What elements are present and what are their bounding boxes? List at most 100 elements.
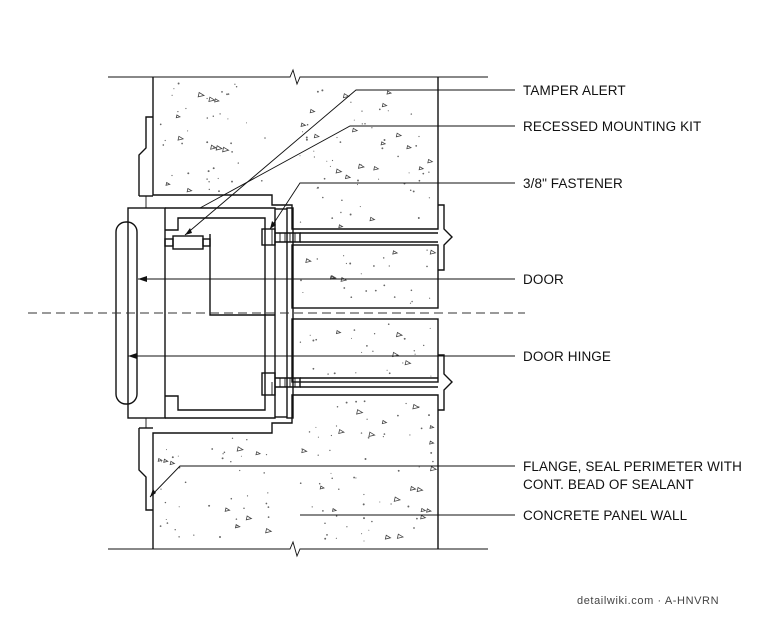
- stipple-dot: [206, 97, 208, 100]
- stipple-dot: [246, 122, 247, 124]
- stipple-triangle: [305, 258, 312, 264]
- stipple-triangle: [169, 460, 176, 466]
- stipple-dot: [364, 458, 367, 460]
- stipple-dot: [164, 501, 167, 504]
- stipple-dot: [243, 507, 245, 510]
- stipple-dot: [353, 329, 356, 331]
- stipple-triangle: [234, 523, 241, 529]
- stipple-dot: [322, 510, 324, 512]
- stipple-triangle: [215, 145, 223, 151]
- stipple-dot: [235, 518, 238, 520]
- stipple-dot: [382, 436, 384, 438]
- stipple-dot: [336, 137, 338, 139]
- stipple-dot: [187, 130, 189, 132]
- stipple-dot: [343, 287, 346, 289]
- stipple-dot: [159, 525, 162, 527]
- concrete-stipple: [157, 82, 438, 542]
- stipple-triangle: [338, 428, 345, 435]
- stipple-dot: [326, 534, 328, 536]
- stipple-dot: [429, 327, 431, 329]
- stipple-dot: [335, 537, 337, 539]
- stipple-dot: [221, 91, 223, 93]
- stipple-dot: [413, 527, 415, 529]
- stipple-dot: [211, 448, 214, 450]
- stipple-dot: [383, 284, 386, 287]
- stipple-dot: [317, 186, 319, 189]
- stipple-dot: [231, 180, 233, 183]
- stipple-dot: [331, 159, 334, 162]
- stipple-dot: [159, 123, 162, 126]
- stipple-dot: [208, 181, 210, 183]
- stipple-dot: [361, 351, 363, 353]
- stipple-dot: [267, 506, 270, 508]
- stipple-triangle: [340, 276, 348, 282]
- stipple-dot: [388, 265, 390, 267]
- stipple-dot: [413, 350, 416, 352]
- stipple-dot: [313, 156, 316, 158]
- stipple-dot: [383, 433, 386, 435]
- stipple-dot: [374, 289, 377, 292]
- stipple-dot: [397, 414, 399, 417]
- stipple-dot: [299, 155, 301, 157]
- stipple-triangle: [429, 249, 437, 255]
- stipple-dot: [300, 279, 302, 282]
- stipple-dot: [360, 273, 362, 275]
- stipple-dot: [330, 434, 333, 437]
- stipple-dot: [165, 449, 168, 451]
- stipple-dot: [322, 196, 324, 199]
- tamper-alert-switch: [164, 235, 211, 250]
- stipple-triangle: [301, 448, 308, 454]
- stipple-triangle: [344, 174, 352, 180]
- stipple-dot: [417, 217, 420, 219]
- stipple-dot: [373, 265, 375, 267]
- label-recessed-mounting-kit: RECESSED MOUNTING KIT: [523, 119, 701, 134]
- stipple-dot: [338, 488, 340, 490]
- stipple-triangle: [313, 133, 320, 139]
- stipple-dot: [355, 400, 358, 403]
- stipple-triangle: [373, 165, 380, 171]
- stipple-dot: [187, 172, 190, 175]
- stipple-dot: [378, 108, 381, 111]
- stipple-dot: [340, 211, 342, 214]
- stipple-dot: [164, 139, 166, 142]
- label-door-hinge: DOOR HINGE: [523, 349, 611, 364]
- stipple-dot: [235, 85, 238, 88]
- label-door: DOOR: [523, 272, 564, 287]
- stipple-triangle: [386, 90, 393, 95]
- stipple-dot: [407, 505, 410, 508]
- stipple-triangle: [210, 144, 218, 150]
- stipple-triangle: [368, 431, 376, 438]
- stipple-dot: [327, 373, 329, 375]
- stipple-triangle: [197, 91, 206, 98]
- stipple-triangle: [416, 486, 424, 493]
- stipple-dot: [222, 453, 224, 455]
- stipple-dot: [408, 172, 410, 174]
- stipple-dot: [171, 174, 173, 177]
- stipple-dot: [239, 469, 241, 472]
- stipple-triangle: [384, 534, 392, 540]
- stipple-triangle: [342, 93, 350, 99]
- stipple-dot: [362, 503, 365, 506]
- stipple-triangle: [429, 440, 435, 445]
- stipple-dot: [405, 402, 407, 405]
- stipple-dot: [357, 179, 359, 182]
- stipple-dot: [260, 179, 263, 182]
- stipple-dot: [411, 300, 413, 303]
- fastener-upper: [261, 204, 453, 271]
- stipple-dot: [223, 451, 226, 454]
- stipple-dot: [165, 518, 167, 521]
- label-fastener: 3/8" FASTENER: [523, 176, 623, 191]
- stipple-triangle: [395, 331, 404, 338]
- stipple-dot: [299, 482, 302, 485]
- stipple-dot: [428, 197, 431, 199]
- stipple-dot: [246, 438, 248, 441]
- stipple-dot: [366, 418, 368, 420]
- stipple-triangle: [426, 508, 432, 513]
- stipple-dot: [371, 520, 373, 523]
- stipple-triangle: [163, 458, 169, 463]
- stipple-dot: [351, 337, 352, 339]
- stipple-dot: [316, 258, 319, 260]
- stipple-dot: [311, 506, 313, 508]
- stipple-dot: [221, 457, 224, 460]
